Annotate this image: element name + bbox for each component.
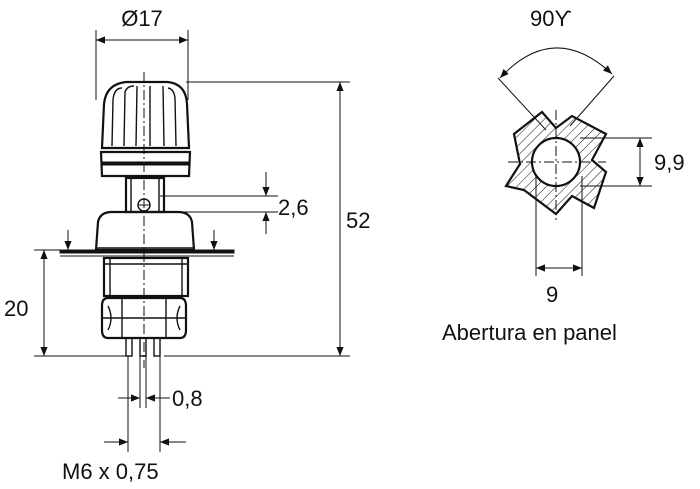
hex-nut [100,296,188,340]
label-height-lower: 20 [4,296,28,321]
dimension-flange-thickness [64,230,218,250]
bottom-pins [125,337,161,357]
dimension-thread: M6 x 0,75 [62,356,186,484]
label-height-total: 52 [346,208,370,233]
dimension-angle: 90ϒ [497,6,615,131]
label-9-9: 9,9 [654,150,685,175]
terminal-side-view [59,72,235,368]
dimension-0-8: 0,8 [118,356,203,411]
label-thread: M6 x 0,75 [62,459,159,484]
dimension-height-total: 52 [164,81,370,357]
dimension-9: 9 [535,176,583,307]
label-0-8: 0,8 [172,386,203,411]
label-diameter: Ø17 [121,6,163,31]
caption-panel-opening: Abertura en panel [442,320,617,345]
dimension-diameter: Ø17 [95,6,189,100]
insulator-body [59,210,235,257]
dimension-9-9: 9,9 [580,137,685,187]
panel-cutout-view: 90ϒ 9,9 9 Abertura en panel [442,6,685,345]
threaded-body [102,256,190,298]
neck-with-cross-hole [124,176,166,214]
label-angle: 90ϒ [530,6,571,31]
label-9: 9 [546,282,558,307]
knurled-knob [99,80,192,178]
dimension-height-lower: 20 [4,249,130,357]
dimension-2-6: 2,6 [160,172,309,234]
label-2-6: 2,6 [278,195,309,220]
